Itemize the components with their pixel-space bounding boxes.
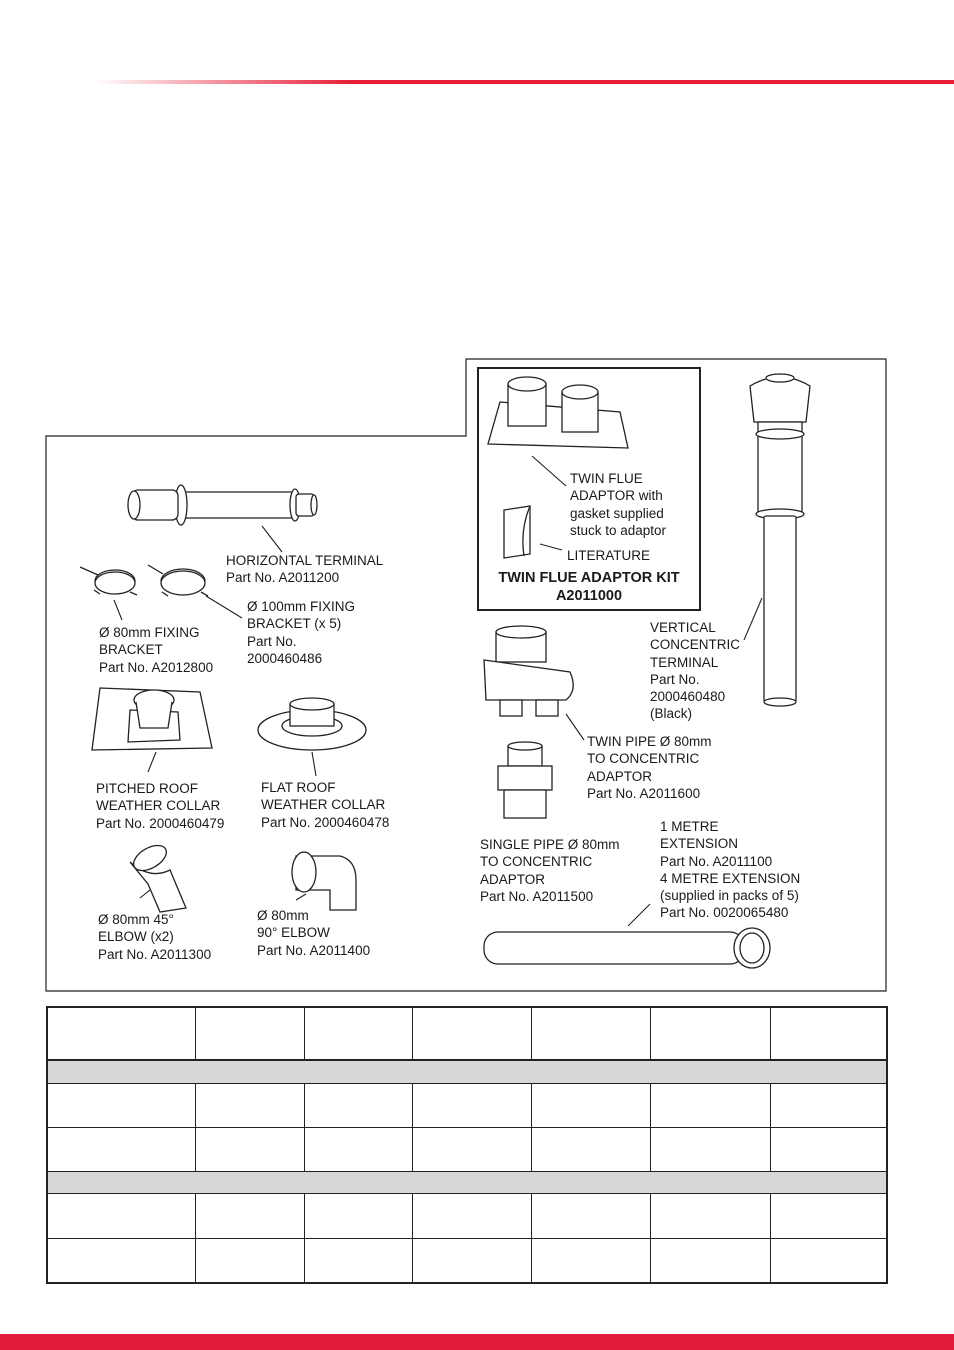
table-cell [195, 1127, 304, 1171]
single-pipe-adaptor-label: SINGLE PIPE Ø 80mm TO CONCENTRIC ADAPTOR… [480, 836, 620, 905]
pitched-roof-collar-label: PITCHED ROOF WEATHER COLLAR Part No. 200… [96, 780, 224, 832]
single-pipe-adaptor-icon [498, 742, 552, 818]
extensions-label: 1 METRE EXTENSION Part No. A2011100 4 ME… [660, 818, 800, 922]
horizontal-terminal-label: HORIZONTAL TERMINAL Part No. A2011200 [226, 552, 383, 587]
table-cell [47, 1127, 195, 1171]
table-cell [195, 1238, 304, 1283]
footer-bar [0, 1334, 954, 1350]
table-header-row [47, 1007, 887, 1060]
pitched-roof-collar-icon [92, 688, 212, 750]
twin-flue-kit-title: TWIN FLUE ADAPTOR KIT A2011000 [478, 569, 700, 605]
elbow-45-icon [129, 840, 186, 912]
flat-roof-collar-label: FLAT ROOF WEATHER COLLAR Part No. 200046… [261, 779, 389, 831]
twin-pipe-adaptor-icon [484, 626, 573, 716]
table-cell [531, 1194, 650, 1238]
table-cell [650, 1194, 770, 1238]
table-section-band [47, 1060, 887, 1083]
specification-table [46, 1006, 888, 1284]
table-cell [304, 1127, 412, 1171]
table-cell [47, 1194, 195, 1238]
table-cell [304, 1083, 412, 1127]
table-cell [531, 1127, 650, 1171]
table-cell [650, 1127, 770, 1171]
extension-pipe-icon [484, 928, 770, 968]
table-cell [770, 1238, 887, 1283]
vertical-terminal-icon [750, 374, 810, 706]
table-row [47, 1083, 887, 1127]
table-section-band [47, 1172, 887, 1194]
table-cell [770, 1194, 887, 1238]
table-cell [47, 1083, 195, 1127]
fixing-bracket-100-label: Ø 100mm FIXING BRACKET (x 5) Part No. 20… [247, 598, 355, 667]
table-cell [195, 1007, 304, 1060]
flat-roof-collar-icon [258, 698, 366, 750]
header-rule [95, 80, 954, 84]
literature-label: LITERATURE [567, 547, 650, 564]
fixing-bracket-80-icon [80, 567, 137, 595]
table-cell [47, 1007, 195, 1060]
table-cell [304, 1238, 412, 1283]
table-cell [770, 1083, 887, 1127]
horizontal-terminal-icon [128, 485, 317, 525]
vertical-terminal-label: VERTICAL CONCENTRIC TERMINAL Part No. 20… [650, 619, 740, 723]
table-cell [531, 1007, 650, 1060]
table-cell [47, 1172, 887, 1194]
table-cell [650, 1238, 770, 1283]
elbow-90-icon [292, 852, 356, 910]
elbow-90-label: Ø 80mm 90° ELBOW Part No. A2011400 [257, 907, 370, 959]
table-cell [47, 1238, 195, 1283]
table-cell [412, 1083, 531, 1127]
table-cell [195, 1083, 304, 1127]
table-cell [531, 1083, 650, 1127]
elbow-45-label: Ø 80mm 45° ELBOW (x2) Part No. A2011300 [98, 911, 211, 963]
table-cell [770, 1007, 887, 1060]
fixing-bracket-80-label: Ø 80mm FIXING BRACKET Part No. A2012800 [99, 624, 213, 676]
table-row [47, 1194, 887, 1238]
table-cell [412, 1238, 531, 1283]
table-cell [770, 1127, 887, 1171]
twin-pipe-adaptor-label: TWIN PIPE Ø 80mm TO CONCENTRIC ADAPTOR P… [587, 733, 712, 802]
table-cell [650, 1083, 770, 1127]
twin-flue-adaptor-label: TWIN FLUE ADAPTOR with gasket supplied s… [570, 470, 666, 539]
table-row [47, 1127, 887, 1171]
twin-flue-adaptor-icon [488, 377, 628, 448]
fixing-bracket-100-icon [148, 565, 208, 596]
literature-icon [504, 506, 530, 558]
table-cell [650, 1007, 770, 1060]
table-cell [304, 1007, 412, 1060]
table-cell [47, 1060, 887, 1083]
table-cell [531, 1238, 650, 1283]
table-cell [412, 1194, 531, 1238]
table-cell [304, 1194, 412, 1238]
table-cell [195, 1194, 304, 1238]
table-row [47, 1238, 887, 1283]
table-cell [412, 1007, 531, 1060]
table-cell [412, 1127, 531, 1171]
